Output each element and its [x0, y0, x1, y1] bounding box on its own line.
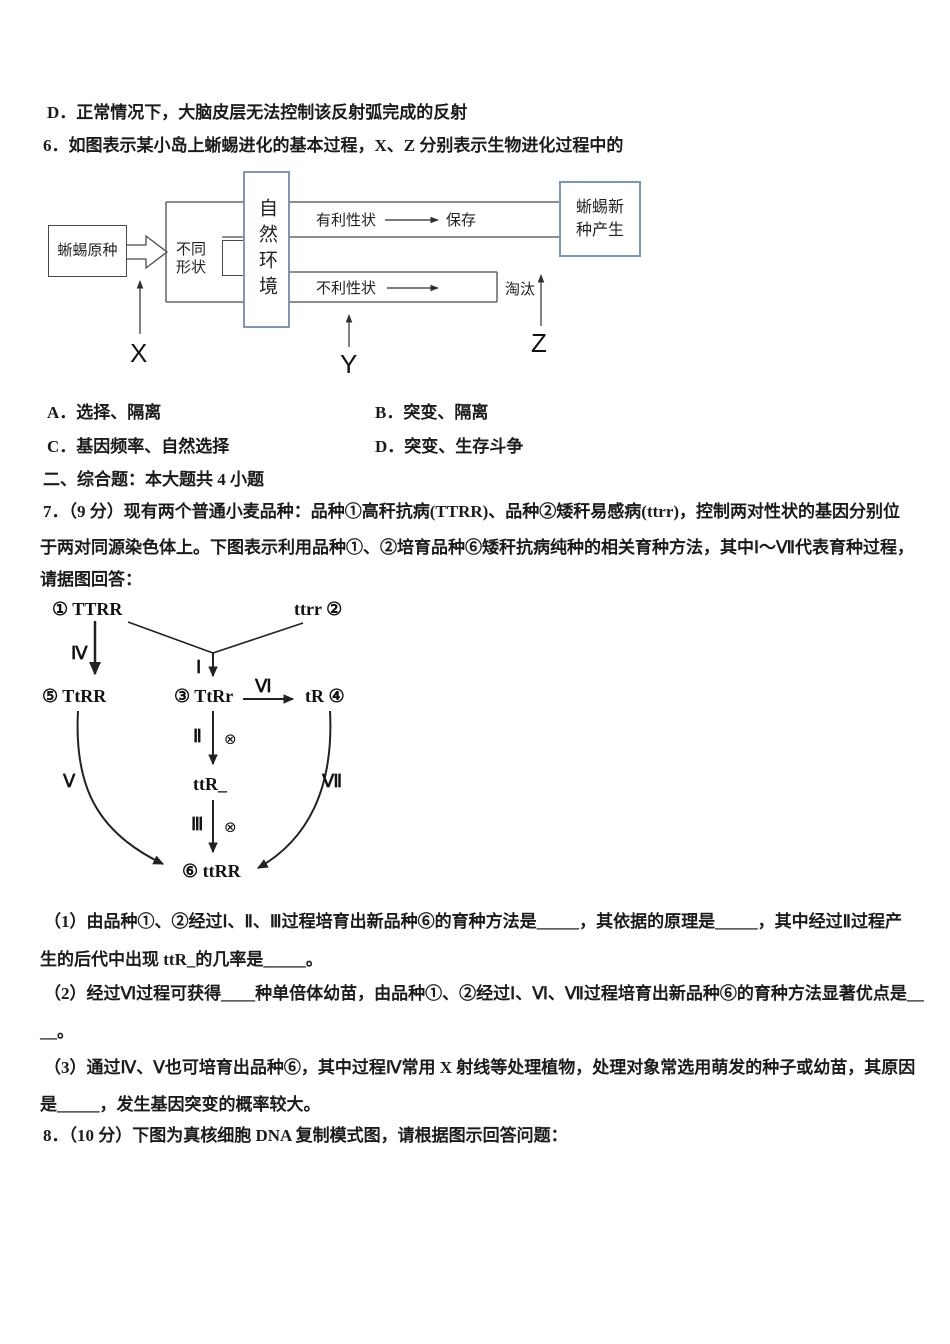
q6-option-c: C．基因频率、自然选择	[47, 437, 230, 456]
z-label: Z	[531, 328, 547, 358]
environment-box: 自然环境	[243, 171, 290, 328]
roman-i-label: Ⅰ	[196, 657, 202, 677]
question-8-stem: 8．（10 分）下图为真核细胞 DNA 复制模式图，请根据图示回答问题：	[43, 1126, 568, 1145]
origin-species-label: 蜥蜴原种	[57, 242, 118, 259]
q6-option-b: B．突变、隔离	[375, 403, 489, 422]
parent2-genotype: ttrr ②	[294, 599, 343, 619]
parent1-genotype: ① TTRR	[52, 599, 123, 619]
product6-genotype: ⑥ ttRR	[182, 861, 241, 881]
q6-option-d: D．突变、生存斗争	[375, 437, 524, 456]
roman-iii-label: Ⅲ	[191, 814, 204, 834]
q7-part3-line2: 是_____，发生基因突变的概率较大。	[40, 1095, 321, 1114]
line5-genotype: ⑤ TtRR	[42, 686, 107, 706]
origin-species-box: 蜥蜴原种	[48, 225, 127, 277]
question-7-line3: 请据图回答：	[40, 570, 142, 589]
q7-part2-line2: __。	[40, 1022, 74, 1041]
y-label: Y	[340, 349, 358, 379]
selfing-symbol-1: ⊗	[224, 730, 237, 748]
new-species-line2: 种产生	[575, 222, 624, 239]
q6-option-a: A．选择、隔离	[47, 403, 162, 422]
preserve-label: 保存	[446, 212, 477, 229]
roman-ii-label: Ⅱ	[193, 726, 202, 746]
gamete4-genotype: tR ④	[305, 686, 345, 706]
selfing-symbol-2: ⊗	[224, 818, 237, 836]
unfavorable-label: 不利性状	[316, 280, 377, 297]
q7-part1-line2: 生的后代中出现 ttR_的几率是_____。	[40, 950, 323, 969]
q7-part1-line1: （1）由品种①、②经过Ⅰ、Ⅱ、Ⅲ过程培育出新品种⑥的育种方法是_____，其依据…	[44, 912, 902, 931]
hybrid3-genotype: ③ TtRr	[174, 686, 234, 706]
q5-option-d: D．正常情况下，大脑皮层无法控制该反射弧完成的反射	[47, 103, 468, 122]
question-6-stem: 6．如图表示某小岛上蜥蜴进化的基本过程，X、Z 分别表示生物进化过程中的	[43, 136, 624, 155]
roman-iv-label: Ⅳ	[71, 643, 88, 663]
q7-part2-line1: （2）经过Ⅵ过程可获得____种单倍体幼苗，由品种①、②经过Ⅰ、Ⅵ、Ⅶ过程培育出…	[44, 984, 924, 1003]
shape-label: 不同 形状	[176, 241, 207, 276]
hollow-arrow	[125, 234, 169, 270]
favorable-label: 有利性状	[316, 212, 377, 229]
intermediate-genotype: ttR_	[193, 774, 227, 794]
new-species-box: 蜥蜴新 种产生	[559, 181, 641, 257]
section-header: 二、综合题：本大题共 4 小题	[43, 470, 264, 489]
eliminate-label: 淘汰	[505, 281, 536, 298]
x-label: X	[130, 338, 148, 368]
roman-vi-label: Ⅵ	[255, 676, 272, 696]
process-vii-curve	[256, 710, 332, 869]
question-7-line1: 7．（9 分）现有两个普通小麦品种：品种①高秆抗病(TTRR)、品种②矮秆易感病…	[43, 502, 901, 521]
roman-vii-label: Ⅶ	[322, 771, 343, 791]
breeding-scheme-lines	[76, 621, 332, 869]
environment-label: 自然环境	[256, 197, 277, 302]
question-7-line2: 于两对同源染色体上。下图表示利用品种①、②培育品种⑥矮秆抗病纯种的相关育种方法，…	[40, 538, 915, 557]
roman-v-label: Ⅴ	[63, 771, 76, 791]
new-species-line1: 蜥蜴新	[575, 199, 624, 216]
process-v-curve	[76, 710, 165, 865]
q7-part3-line1: （3）通过Ⅳ、Ⅴ也可培育出品种⑥，其中过程Ⅳ常用 X 射线等处理植物，处理对象常…	[44, 1058, 916, 1077]
